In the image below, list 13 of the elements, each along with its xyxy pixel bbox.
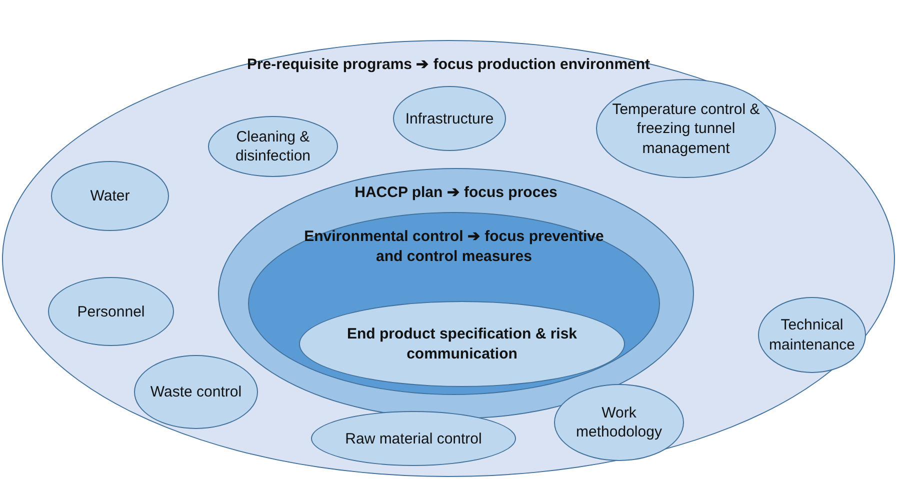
ellipse-label: End product specification & risk communication (346, 324, 578, 364)
ellipse-label: Temperature control & freezing tunnel management (611, 99, 761, 158)
ellipse-label: Waste control (149, 382, 243, 402)
ellipse-label: Environmental control ➔ focus preventive and control measures (303, 227, 605, 266)
ellipse-title: HACCP plan ➔ focus proces (354, 183, 558, 202)
ellipse-title: Pre-requisite programs ➔ focus production environment (246, 55, 652, 74)
ellipse-label: Water (89, 186, 131, 206)
ellipse-label: Personnel (76, 302, 146, 322)
ellipse-label: Infrastructure (404, 108, 495, 128)
ellipse-label: Work methodology (575, 403, 663, 442)
ellipse-label: Technical maintenance (768, 316, 856, 354)
ellipse-label: Cleaning & disinfection (234, 127, 312, 166)
ellipse-label: Raw material control (344, 428, 483, 448)
